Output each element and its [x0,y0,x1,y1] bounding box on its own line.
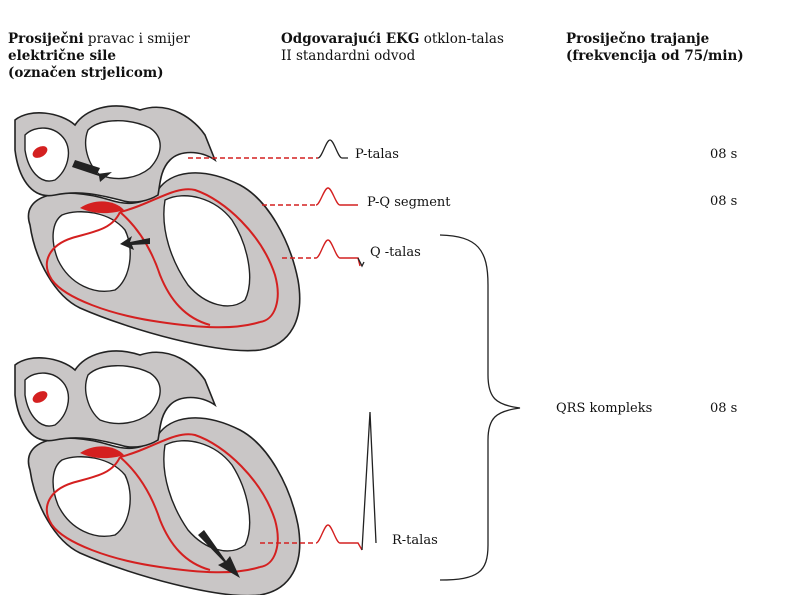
duration-p: 08 s [710,147,738,162]
heart-bottom [14,349,301,595]
duration-qrs: 08 s [710,401,738,416]
header-col2-rest: otklon-talas [419,31,504,47]
header-col2-line2: II standardni odvod [281,48,416,64]
heart-top [14,104,301,352]
label-p-wave: P-talas [355,147,399,162]
header-col1-rest: pravac i smijer [83,31,190,47]
ecg-trace-q [315,239,361,267]
ecg-trace-p [317,139,348,159]
header-force-direction: Prosiječni pravac i smijer električne si… [8,31,258,82]
ecg-trace-r [315,524,363,551]
force-arrow-icon [72,160,112,182]
ecg-trace-pq [315,187,358,206]
label-q-wave: Q -talas [370,245,421,260]
label-r-wave: R-talas [392,533,438,548]
duration-pq: 08 s [710,194,738,209]
label-qrs-complex: QRS kompleks [556,401,653,416]
header-col1-line3: (označen strjelicom) [8,65,164,81]
header-col1-line2: električne sile [8,48,116,64]
force-arrow-icon [120,236,150,250]
header-duration: Prosiječno trajanje (frekvencija od 75/m… [566,31,786,65]
header-ecg-deflection: Odgovarajući EKG otklon-talas II standar… [281,31,551,65]
ecg-r-spike [361,411,377,551]
ecg-trace-q-tip [357,257,365,268]
header-col3-line1: Prosiječno trajanje [566,31,710,47]
force-arrow-icon [198,530,240,578]
header-col1-bold: Prosiječni [8,31,84,47]
header-col2-bold: Odgovarajući EKG [281,31,420,47]
qrs-brace [439,234,521,581]
label-pq-segment: P-Q segment [367,195,451,210]
header-col3-line2: (frekvencija od 75/min) [566,48,744,64]
